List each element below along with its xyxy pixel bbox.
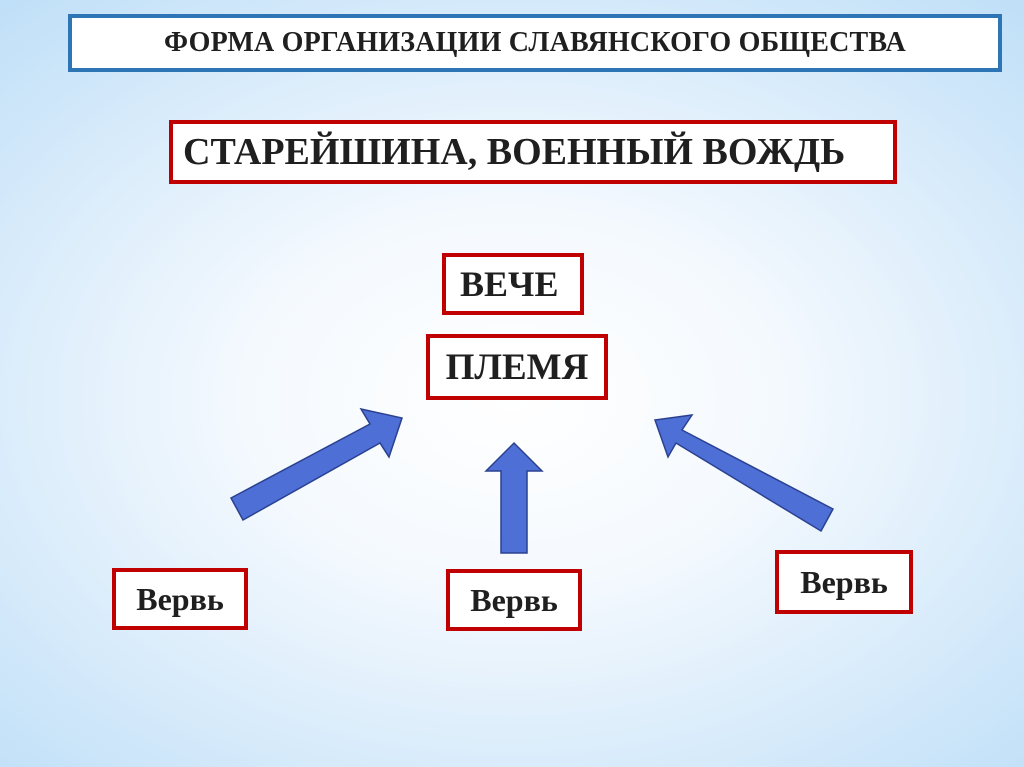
arrow-left-up-right xyxy=(229,407,403,522)
verv-box-center: Вервь xyxy=(446,569,582,631)
leader-text: СТАРЕЙШИНА, ВОЕННЫЙ ВОЖДЬ xyxy=(183,131,846,173)
arrow-center-up xyxy=(484,441,544,554)
slide-title-text: ФОРМА ОРГАНИЗАЦИИ СЛАВЯНСКОГО ОБЩЕСТВА xyxy=(164,27,906,58)
leader-box: СТАРЕЙШИНА, ВОЕННЫЙ ВОЖДЬ xyxy=(169,120,897,184)
tribe-box: ПЛЕМЯ xyxy=(426,334,608,400)
verv-text-right: Вервь xyxy=(800,563,888,600)
verv-text-left: Вервь xyxy=(136,580,224,617)
tribe-text: ПЛЕМЯ xyxy=(445,346,589,388)
veche-box: ВЕЧЕ xyxy=(442,253,584,315)
verv-box-left: Вервь xyxy=(112,568,248,630)
verv-text-center: Вервь xyxy=(470,581,558,618)
slide-title: ФОРМА ОРГАНИЗАЦИИ СЛАВЯНСКОГО ОБЩЕСТВА xyxy=(68,14,1002,72)
arrow-right-up-left xyxy=(653,414,835,533)
verv-box-right: Вервь xyxy=(775,550,913,614)
veche-text: ВЕЧЕ xyxy=(460,264,559,304)
